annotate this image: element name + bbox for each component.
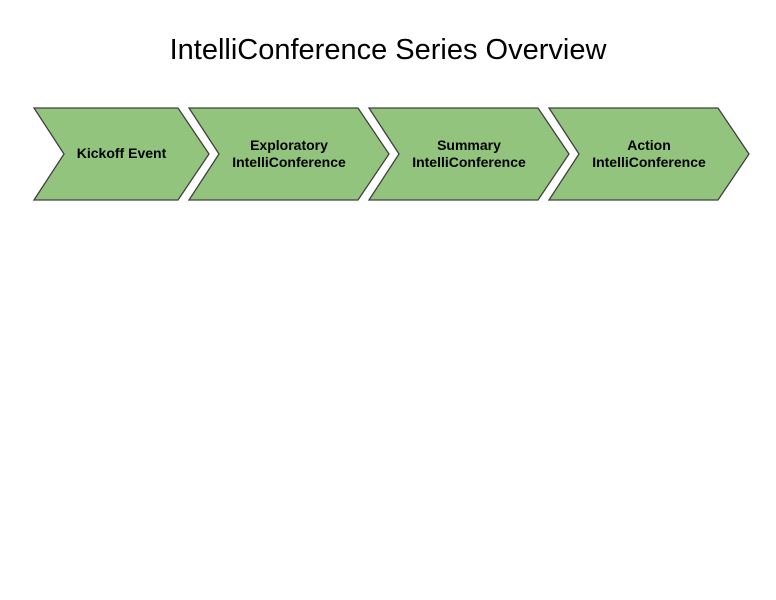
chevron-arrow-step-3[interactable] xyxy=(367,107,570,201)
slide-title: IntelliConference Series Overview xyxy=(169,34,607,66)
chevron-arrow-step-2[interactable] xyxy=(187,107,390,201)
arrow-stroke-group xyxy=(32,107,750,201)
chevron-arrow-step-4[interactable] xyxy=(547,107,750,201)
arrow-fill-group xyxy=(32,107,750,201)
chevron-arrow-step-1[interactable] xyxy=(32,107,210,201)
